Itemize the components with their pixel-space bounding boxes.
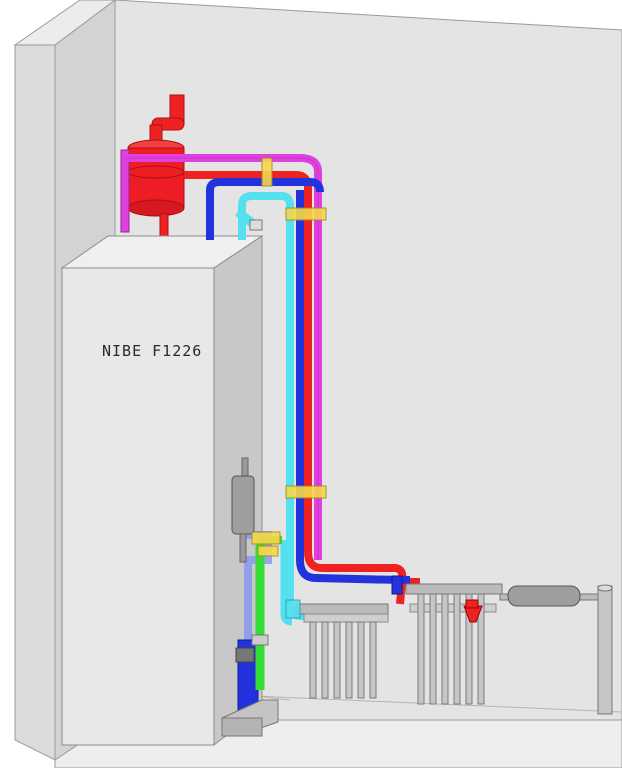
ball-valve-icon bbox=[463, 599, 483, 623]
right-manifold-outlets bbox=[417, 593, 485, 705]
circulation-pump-icon bbox=[499, 584, 613, 715]
left-manifold bbox=[295, 603, 389, 699]
magnetic-filter-icon bbox=[231, 457, 255, 663]
magenta-flow-pipe bbox=[120, 149, 322, 560]
pipe-brackets bbox=[251, 157, 327, 557]
base-plinth bbox=[221, 699, 279, 737]
y-strainer-icon bbox=[235, 208, 263, 231]
manifold-connections bbox=[285, 575, 403, 619]
right-manifold bbox=[405, 583, 503, 705]
unit-model-label: NIBE F1226 bbox=[102, 342, 202, 360]
left-manifold-outlets bbox=[309, 621, 377, 699]
